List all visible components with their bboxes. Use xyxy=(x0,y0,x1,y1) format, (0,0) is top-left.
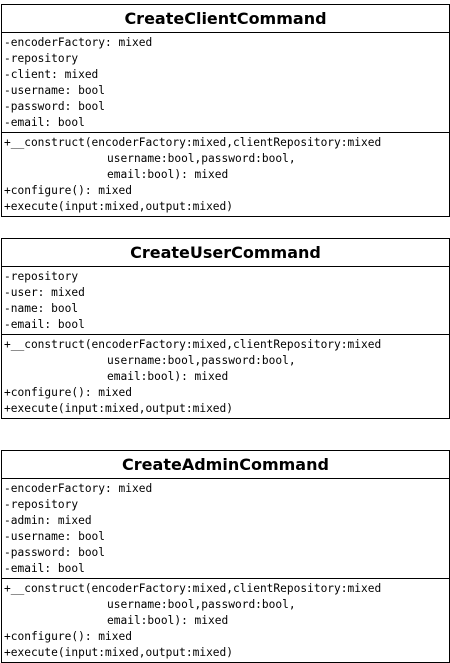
attribute: -repository xyxy=(4,498,79,511)
class-box-create-user-command: CreateUserCommand -repository -user: mix… xyxy=(1,238,450,419)
attribute: -password: bool xyxy=(4,546,106,559)
attribute: -user: mixed xyxy=(4,286,85,299)
method: +configure(): mixed xyxy=(4,184,132,197)
method-continuation: username:bool,password:bool, xyxy=(107,598,296,611)
attribute: -name: bool xyxy=(4,302,79,315)
method-continuation: email:bool): mixed xyxy=(107,168,229,181)
class-name: CreateUserCommand xyxy=(2,239,449,267)
attributes-section: -encoderFactory: mixed -repository -admi… xyxy=(2,479,449,579)
attributes-section: -repository -user: mixed -name: bool -em… xyxy=(2,267,449,335)
method: +execute(input:mixed,output:mixed) xyxy=(4,402,234,415)
attribute: -email: bool xyxy=(4,318,85,331)
attribute: -client: mixed xyxy=(4,68,99,81)
method: +__construct(encoderFactory:mixed,client… xyxy=(4,338,382,351)
attributes-section: -encoderFactory: mixed -repository -clie… xyxy=(2,33,449,133)
method: +configure(): mixed xyxy=(4,630,132,643)
class-box-create-admin-command: CreateAdminCommand -encoderFactory: mixe… xyxy=(1,450,450,663)
methods-section: +__construct(encoderFactory:mixed,client… xyxy=(2,335,449,418)
method-continuation: email:bool): mixed xyxy=(107,370,229,383)
method-continuation: email:bool): mixed xyxy=(107,614,229,627)
class-name: CreateAdminCommand xyxy=(2,451,449,479)
method: +__construct(encoderFactory:mixed,client… xyxy=(4,136,382,149)
attribute: -repository xyxy=(4,52,79,65)
attribute: -email: bool xyxy=(4,562,85,575)
attribute: -username: bool xyxy=(4,530,106,543)
methods-section: +__construct(encoderFactory:mixed,client… xyxy=(2,133,449,216)
attribute: -email: bool xyxy=(4,116,85,129)
attribute: -password: bool xyxy=(4,100,106,113)
attribute: -admin: mixed xyxy=(4,514,92,527)
method-continuation: username:bool,password:bool, xyxy=(107,354,296,367)
attribute: -encoderFactory: mixed xyxy=(4,482,153,495)
attribute: -repository xyxy=(4,270,79,283)
methods-section: +__construct(encoderFactory:mixed,client… xyxy=(2,579,449,662)
method: +__construct(encoderFactory:mixed,client… xyxy=(4,582,382,595)
method: +execute(input:mixed,output:mixed) xyxy=(4,646,234,659)
method: +configure(): mixed xyxy=(4,386,132,399)
method: +execute(input:mixed,output:mixed) xyxy=(4,200,234,213)
attribute: -encoderFactory: mixed xyxy=(4,36,153,49)
attribute: -username: bool xyxy=(4,84,106,97)
method-continuation: username:bool,password:bool, xyxy=(107,152,296,165)
class-box-create-client-command: CreateClientCommand -encoderFactory: mix… xyxy=(1,4,450,217)
class-name: CreateClientCommand xyxy=(2,5,449,33)
